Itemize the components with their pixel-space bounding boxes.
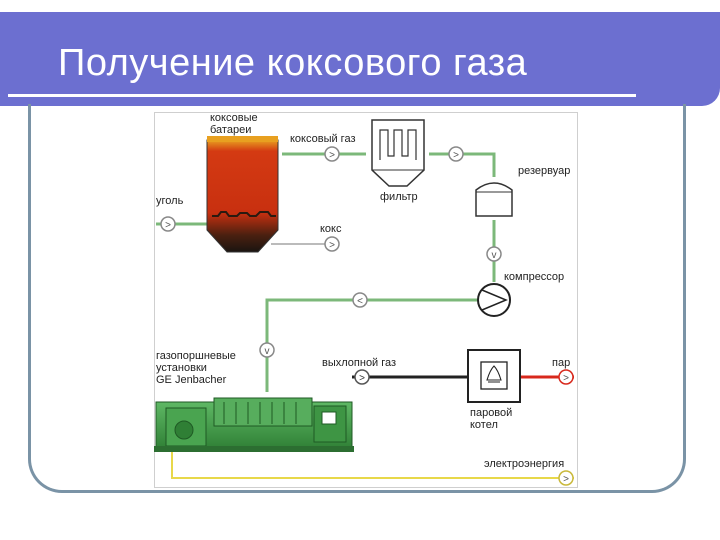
- title-rule: [8, 94, 636, 97]
- label-coal: уголь: [156, 195, 184, 207]
- label-steam-boiler-1: паровой: [470, 407, 512, 419]
- label-gas-engines-2: установки: [156, 362, 207, 374]
- label-electricity: электроэнергия: [484, 458, 564, 470]
- label-gas-engines-3: GE Jenbacher: [156, 374, 227, 386]
- svg-text:>: >: [329, 240, 335, 251]
- diagram-svg: > > > > v < v > > > коксовые батареи: [154, 112, 578, 488]
- label-reservoir: резервуар: [518, 165, 570, 177]
- marker-coke-out: >: [324, 236, 340, 252]
- process-diagram: > > > > v < v > > > коксовые батареи: [154, 112, 578, 488]
- coke-batteries: [206, 136, 279, 253]
- svg-text:>: >: [165, 220, 171, 231]
- flow-markers: > > > > v < v > > >: [160, 146, 574, 486]
- svg-text:v: v: [265, 346, 270, 357]
- title-bar: Получение коксового газа: [0, 12, 720, 106]
- marker-electricity-out: >: [558, 470, 574, 486]
- svg-text:>: >: [453, 150, 459, 161]
- steam-boiler: [467, 349, 521, 403]
- svg-text:>: >: [563, 474, 569, 485]
- gas-engine: [154, 397, 354, 452]
- marker-reservoir-down: v: [486, 246, 502, 262]
- marker-engine-in: v: [259, 342, 275, 358]
- svg-text:<: <: [357, 296, 363, 307]
- marker-return-left: <: [352, 292, 368, 308]
- label-steam-boiler-2: котел: [470, 419, 498, 431]
- diagram-labels: коксовые батареи коксовый газ фильтр рез…: [156, 112, 570, 470]
- label-gas-engines-1: газопоршневые: [156, 350, 236, 362]
- marker-coal-in: >: [160, 216, 176, 232]
- label-coke-gas: коксовый газ: [290, 133, 356, 145]
- label-coke: кокс: [320, 223, 342, 235]
- content-frame: [28, 104, 686, 493]
- title-band: [0, 12, 720, 106]
- filter-unit: [371, 119, 425, 187]
- label-compressor: компрессор: [504, 271, 564, 283]
- svg-text:>: >: [329, 150, 335, 161]
- label-steam: пар: [552, 357, 570, 369]
- svg-text:v: v: [492, 250, 497, 261]
- label-coke-batteries-1: коксовые: [210, 112, 258, 124]
- label-filter: фильтр: [380, 191, 418, 203]
- slide-title: Получение коксового газа: [58, 42, 528, 84]
- compressor: [477, 283, 511, 317]
- marker-coke-gas-out: >: [324, 146, 340, 162]
- svg-text:>: >: [563, 373, 569, 384]
- marker-exhaust: >: [354, 369, 370, 385]
- compressor-to-engine-pipe: [265, 298, 482, 392]
- label-coke-batteries-2: батареи: [210, 124, 251, 136]
- marker-steam-out: >: [558, 369, 574, 385]
- svg-text:>: >: [359, 373, 365, 384]
- label-exhaust-gas: выхлопной газ: [322, 357, 396, 369]
- marker-filter-out: >: [448, 146, 464, 162]
- reservoir-tank: [475, 182, 513, 217]
